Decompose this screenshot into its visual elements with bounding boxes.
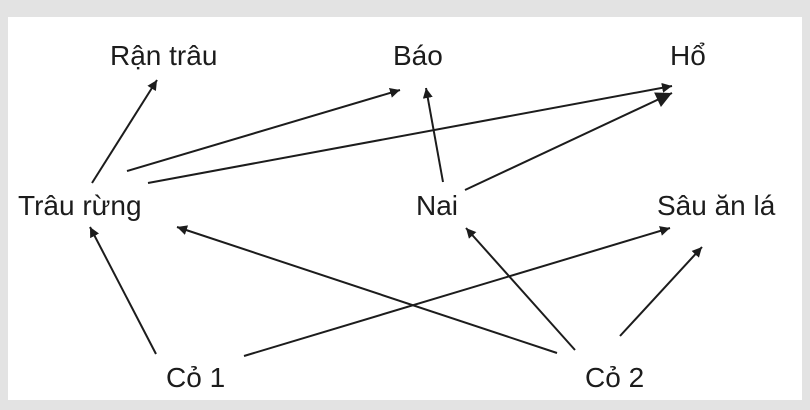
node-ran-trau: Rận trâu [110,40,218,71]
node-bao: Báo [393,40,443,71]
node-nai: Nai [416,190,459,221]
edge-co2-to-sau-an-la [619,246,703,337]
edge-trau-rung-to-ran-trau [91,79,158,184]
node-co-1: Cỏ 1 [166,362,226,393]
edge-co2-to-nai [465,227,576,351]
edge-trau-rung-to-ho [147,82,673,184]
edge-nai-to-bao [422,87,444,183]
edge-trau-rung-to-bao [126,88,401,172]
edge-co1-to-trau-rung [89,226,157,355]
node-sau-an-la: Sâu ăn lá [657,190,776,221]
diagram-panel [8,17,802,400]
edge-co1-to-sau-an-la [243,226,671,357]
node-co-2: Cỏ 2 [585,362,645,393]
node-trau-rung: Trâu rừng [18,190,142,221]
edge-co2-to-trau-rung [176,225,558,354]
node-ho: Hổ [670,40,706,71]
edge-nai-to-ho [464,92,673,191]
